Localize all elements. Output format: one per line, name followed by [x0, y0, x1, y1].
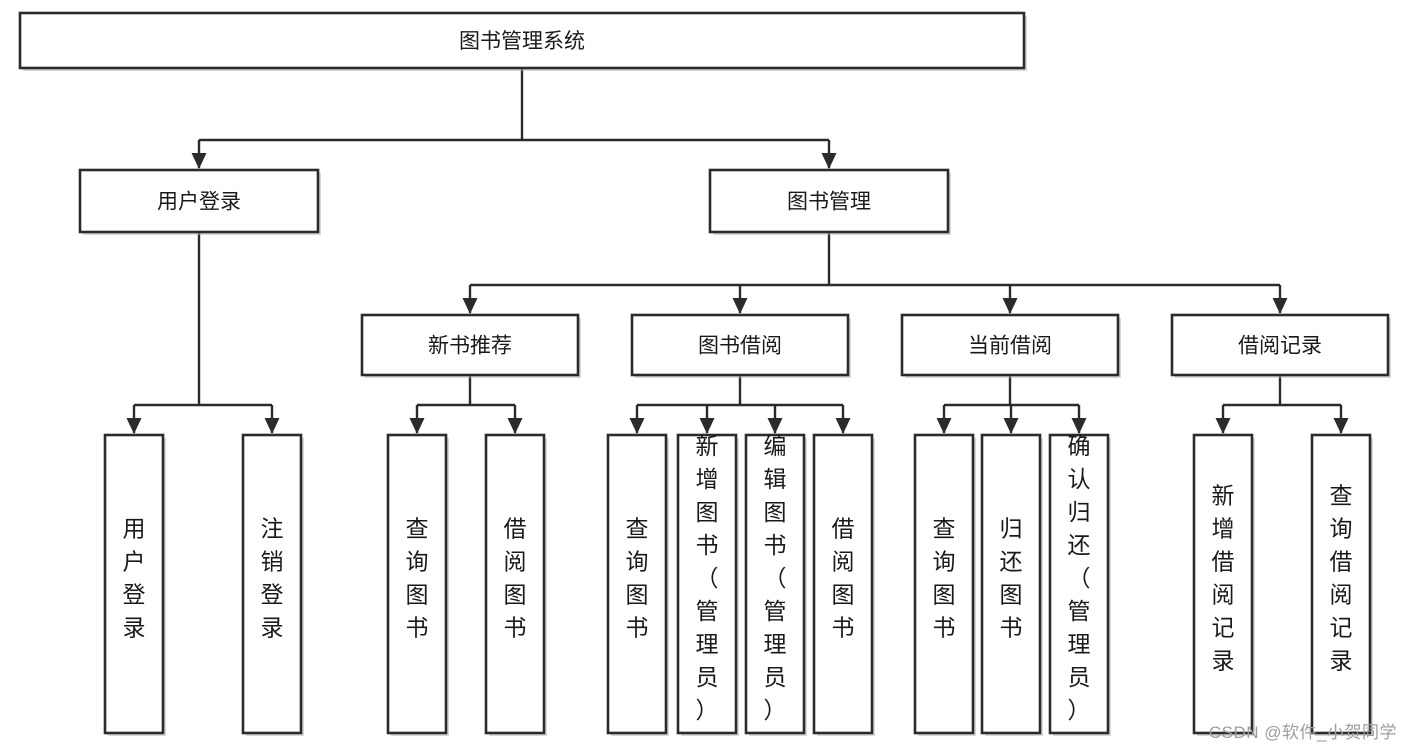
edge-group-user-login [126, 232, 280, 434]
node-label: 归还图书 [1000, 516, 1023, 641]
edge-group-new-book-recommend [409, 375, 523, 434]
node-current-borrow[interactable]: 当前借阅 [900, 313, 1121, 378]
arrow-head-icon [191, 153, 207, 169]
node-leaf-add-book-admin[interactable]: 新增图书（管理员） [676, 433, 739, 736]
edge-group-root [191, 68, 837, 169]
node-label: 注销登录 [261, 516, 284, 641]
node-box[interactable] [484, 433, 546, 735]
node-leaf-edit-book-admin[interactable]: 编辑图书（管理员） [744, 433, 807, 736]
arrow-head-icon [1333, 418, 1349, 434]
node-label: 用户登录 [157, 191, 241, 214]
arrow-head-icon [264, 418, 280, 434]
arrow-head-icon [1071, 418, 1087, 434]
node-label: 借阅图书 [504, 516, 527, 641]
node-box[interactable] [78, 168, 320, 234]
node-box[interactable] [1170, 313, 1390, 377]
edge-group-current-borrow [936, 375, 1087, 434]
arrow-head-icon [507, 418, 523, 434]
node-box[interactable] [708, 168, 950, 234]
node-leaf-query-books-borrow[interactable]: 查询图书 [606, 433, 669, 736]
node-box[interactable] [1192, 433, 1254, 735]
node-label: 图书借阅 [698, 335, 782, 358]
node-box[interactable] [913, 433, 975, 735]
arrow-head-icon [699, 418, 715, 434]
node-box[interactable] [1048, 433, 1110, 735]
arrow-head-icon [936, 418, 952, 434]
arrow-head-icon [835, 418, 851, 434]
arrow-head-icon [1003, 418, 1019, 434]
node-root[interactable]: 图书管理系统 [18, 11, 1027, 71]
arrow-head-icon [462, 298, 478, 314]
node-label: 查询借阅记录 [1330, 483, 1353, 674]
node-book-borrow[interactable]: 图书借阅 [630, 313, 851, 378]
arrow-head-icon [1272, 298, 1288, 314]
node-leaf-return-books[interactable]: 归还图书 [980, 433, 1043, 736]
arrow-head-icon [821, 153, 837, 169]
node-box[interactable] [241, 433, 303, 735]
node-box[interactable] [630, 313, 850, 377]
node-box[interactable] [980, 433, 1042, 735]
node-leaf-borrow-books-borrow[interactable]: 借阅图书 [812, 433, 875, 736]
arrow-head-icon [1002, 298, 1018, 314]
node-leaf-confirm-return-admin[interactable]: 确认归还（管理员） [1048, 433, 1111, 736]
node-leaf-query-books-current[interactable]: 查询图书 [913, 433, 976, 736]
node-box[interactable] [900, 313, 1120, 377]
arrow-head-icon [126, 418, 142, 434]
arrow-head-icon [1215, 418, 1231, 434]
node-borrow-records[interactable]: 借阅记录 [1170, 313, 1391, 378]
node-box[interactable] [360, 313, 580, 377]
node-label: 当前借阅 [968, 335, 1052, 358]
node-layer: 图书管理系统用户登录图书管理新书推荐图书借阅当前借阅借阅记录用户登录注销登录查询… [18, 11, 1391, 736]
connector-layer [126, 68, 1349, 434]
node-label: 图书管理系统 [459, 30, 585, 53]
node-label: 编辑图书（管理员） [764, 433, 787, 723]
node-box[interactable] [606, 433, 668, 735]
node-label: 查询图书 [406, 516, 429, 641]
node-leaf-add-borrow-record[interactable]: 新增借阅记录 [1192, 433, 1255, 736]
node-box[interactable] [103, 433, 165, 735]
arrow-head-icon [629, 418, 645, 434]
node-box[interactable] [744, 433, 806, 735]
node-leaf-query-books-rec[interactable]: 查询图书 [386, 433, 449, 736]
watermark-text: CSDN @软件_小贺同学 [1208, 723, 1397, 742]
node-box[interactable] [386, 433, 448, 735]
node-label: 用户登录 [123, 516, 146, 641]
node-box[interactable] [1310, 433, 1372, 735]
edge-group-book-borrow [629, 375, 851, 434]
node-box[interactable] [18, 11, 1026, 70]
node-box[interactable] [676, 433, 738, 735]
edge-group-book-management [462, 232, 1288, 314]
node-label: 图书管理 [787, 191, 871, 214]
edge-group-borrow-records [1215, 375, 1349, 434]
node-label: 新增借阅记录 [1212, 483, 1235, 674]
node-book-management[interactable]: 图书管理 [708, 168, 951, 235]
node-leaf-logout[interactable]: 注销登录 [241, 433, 304, 736]
node-leaf-query-borrow-record[interactable]: 查询借阅记录 [1310, 433, 1373, 736]
arrow-head-icon [409, 418, 425, 434]
node-label: 查询图书 [933, 516, 956, 641]
arrow-head-icon [767, 418, 783, 434]
node-new-book-recommend[interactable]: 新书推荐 [360, 313, 581, 378]
node-label: 借阅图书 [832, 516, 855, 641]
node-label: 查询图书 [626, 516, 649, 641]
node-label: 新书推荐 [428, 335, 512, 358]
node-box[interactable] [812, 433, 874, 735]
node-label: 确认归还（管理员） [1068, 433, 1091, 723]
node-user-login[interactable]: 用户登录 [78, 168, 321, 235]
node-label: 新增图书（管理员） [696, 433, 719, 723]
node-leaf-user-login[interactable]: 用户登录 [103, 433, 166, 736]
node-leaf-borrow-books-rec[interactable]: 借阅图书 [484, 433, 547, 736]
arrow-head-icon [732, 298, 748, 314]
node-label: 借阅记录 [1238, 335, 1322, 358]
